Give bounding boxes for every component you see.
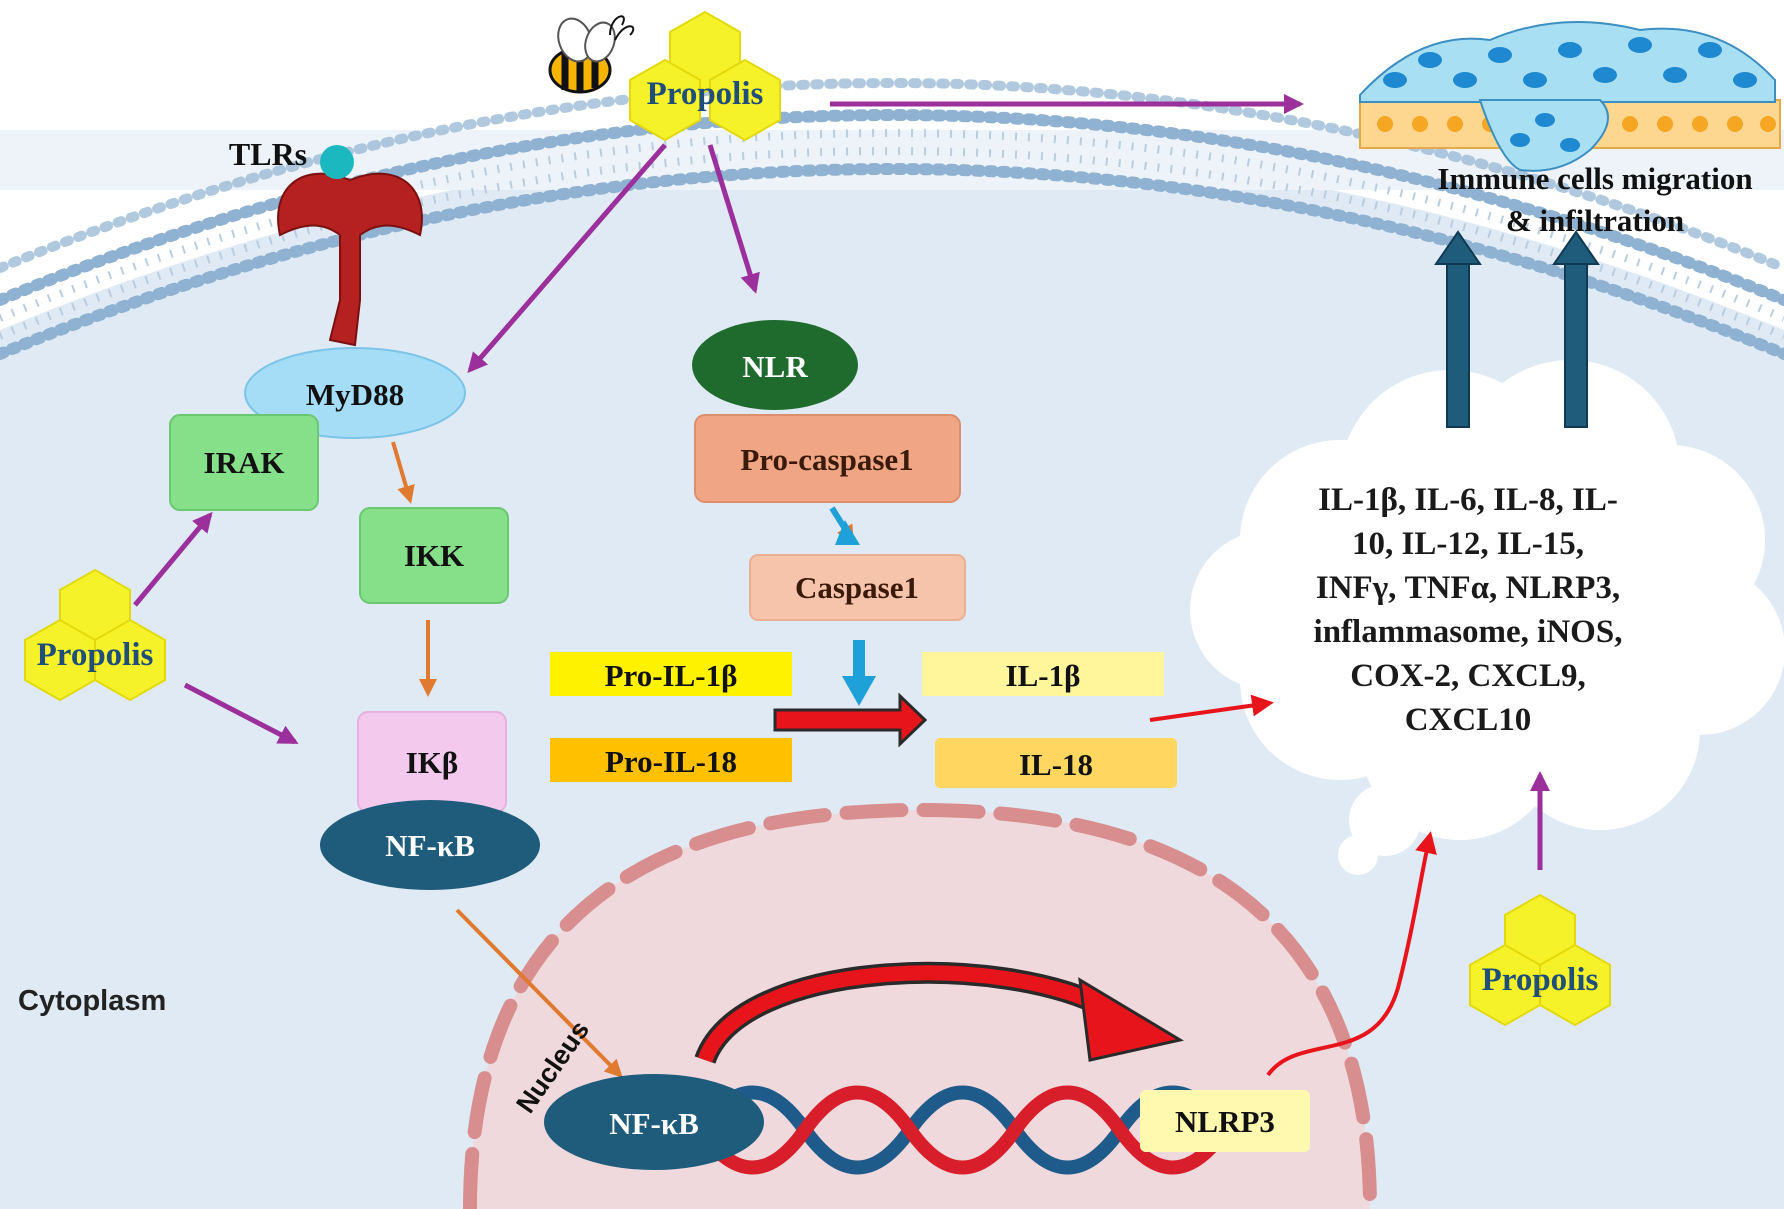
propolis-top-label: Propolis [647,76,764,112]
immune-migration-caption: Immune cells migration & infiltration [1395,158,1784,242]
dna-helix-icon [694,1085,1231,1175]
il1b-node [922,652,1164,696]
ikk-node [359,507,509,604]
propolis-top-icon [629,10,781,142]
irak-label: IRAK [204,445,285,480]
nlr-node [692,320,858,410]
ikb-label: IKβ [406,745,459,780]
pro-il18-label: Pro-IL-18 [605,744,737,779]
pro-il18-node [550,738,792,782]
tlr-receptor-icon [277,145,423,347]
propolis-right-icon [1469,893,1611,1027]
cytokine-cloud [1190,360,1784,875]
cytokine-line-6: CXCL10 [1404,702,1532,738]
cytokine-line-2: 10, IL-12, IL-15, [1352,526,1584,562]
cytokine-list: IL-1β, IL-6, IL-8, IL- 10, IL-12, IL-15,… [1268,478,1668,742]
nfkb-cyto-label: NF-κB [385,828,475,863]
il18-label: IL-18 [1019,747,1093,782]
propolis-left-label: Propolis [37,637,154,673]
nfkb-cyto-node [320,800,540,890]
propolis-left-icon [24,568,166,702]
myd88-label: MyD88 [306,377,404,412]
nlrp3-node [1140,1090,1310,1152]
nlr-label: NLR [742,349,808,384]
cleavage-arrow [773,692,928,748]
cytokine-line-5: COX-2, CXCL9, [1350,658,1586,694]
nucleus-curved-arrow [694,961,1184,1065]
cytokine-line-1: IL-1β, IL-6, IL-8, IL- [1318,482,1618,518]
tlrs-label: TLRs [229,136,307,172]
pro-il1b-label: Pro-IL-1β [605,658,738,693]
nfkb-nucleus-label: NF-κB [609,1106,699,1141]
il18-node [935,738,1177,788]
cytokine-line-4: inflammasome, iNOS, [1313,614,1623,650]
pro-caspase1-label: Pro-caspase1 [740,442,913,477]
caspase1-label: Caspase1 [795,570,919,605]
propolis-inhibition-arrows [133,94,1550,870]
immune-tissue-icon [1359,21,1781,172]
irak-node [169,414,319,511]
propolis-right-label: Propolis [1482,962,1599,998]
output-arrows [1149,694,1437,1077]
ikk-label: IKK [404,538,464,573]
signaling-arrows [391,441,623,1078]
cytoplasm-label: Cytoplasm [18,985,166,1017]
caspase-arrows [829,506,876,706]
caspase1-node [749,554,966,621]
nfkb-nucleus-node [544,1074,764,1170]
cell-membrane [0,78,1784,360]
immune-caption-line1: Immune cells migration [1437,161,1753,196]
nlrp3-label: NLRP3 [1175,1104,1275,1139]
il1b-label: IL-1β [1006,658,1081,693]
pro-il1b-node [550,652,792,696]
migration-arrows [1434,230,1600,428]
bee-icon [548,15,635,94]
pro-caspase1-node [694,414,961,503]
cytokine-line-3: INFγ, TNFα, NLRP3, [1315,570,1621,606]
immune-caption-line2: & infiltration [1505,203,1685,238]
